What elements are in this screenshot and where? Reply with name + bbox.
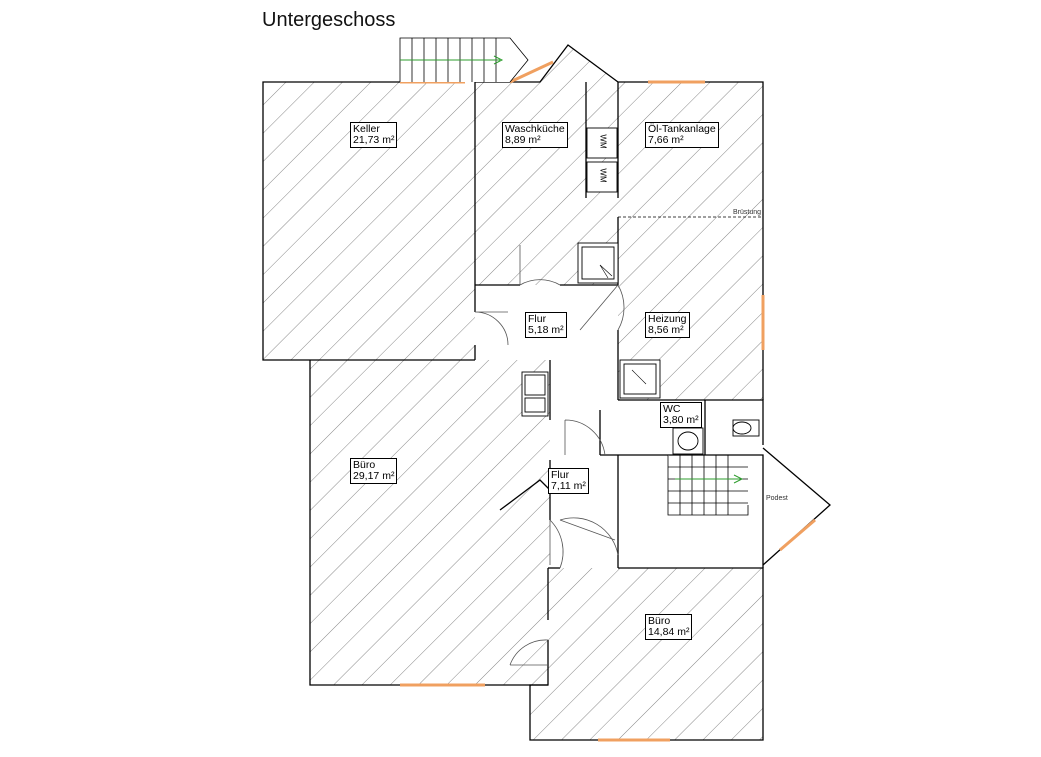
room-name: Flur (551, 469, 570, 481)
room-heizung-area (618, 217, 763, 400)
room-buero1-area (310, 360, 550, 685)
label-keller: Keller 21,73 m² (350, 122, 398, 148)
shower-2 (619, 359, 661, 399)
kitchen-sink (521, 371, 549, 417)
label-wm-1: WM (598, 134, 608, 149)
label-wm-2: WM (598, 168, 608, 183)
room-buero2-area (530, 568, 763, 740)
label-bruestung: Brüstung (733, 209, 762, 216)
room-area: 8,56 m² (648, 324, 684, 336)
room-area: 29,17 m² (353, 470, 395, 482)
room-name: Flur (528, 313, 547, 325)
washing-machine-2 (586, 161, 618, 193)
label-buero-2: Büro 14,84 m² (645, 614, 693, 640)
washing-machine-1 (586, 127, 618, 159)
doors (474, 245, 625, 666)
room-fills (263, 45, 763, 740)
stairs-top (399, 37, 529, 83)
room-waschkueche-area (475, 45, 618, 285)
room-area: 5,18 m² (528, 324, 564, 336)
label-buero-1: Büro 29,17 m² (350, 458, 398, 484)
label-flur-2: Flur 7,11 m² (548, 468, 589, 494)
label-wc: WC 3,80 m² (660, 402, 702, 428)
room-name: WC (663, 403, 681, 415)
shower-1 (577, 242, 619, 284)
stairs-bottom (667, 455, 749, 516)
room-name: Büro (648, 615, 671, 627)
label-waschkueche: Waschküche 8,89 m² (502, 122, 568, 148)
room-area: 7,66 m² (648, 134, 684, 146)
room-keller-area (263, 82, 475, 360)
room-name: Öl-Tankanlage (648, 123, 716, 135)
room-name: Keller (353, 123, 380, 135)
room-area: 7,11 m² (551, 480, 586, 492)
room-area: 21,73 m² (353, 134, 395, 146)
room-name: Waschküche (505, 123, 565, 135)
label-oeltank: Öl-Tankanlage 7,66 m² (645, 122, 719, 148)
room-name: Heizung (648, 313, 687, 325)
room-oeltank-area (618, 82, 763, 217)
room-area: 3,80 m² (663, 414, 699, 426)
label-flur-1: Flur 5,18 m² (525, 312, 567, 338)
label-heizung: Heizung 8,56 m² (645, 312, 690, 338)
room-name: Büro (353, 459, 376, 471)
room-area: 14,84 m² (648, 626, 690, 638)
room-area: 8,89 m² (505, 134, 541, 146)
fixtures (521, 127, 760, 455)
label-podest: Podest (766, 495, 788, 502)
page-title: Untergeschoss (262, 9, 396, 31)
